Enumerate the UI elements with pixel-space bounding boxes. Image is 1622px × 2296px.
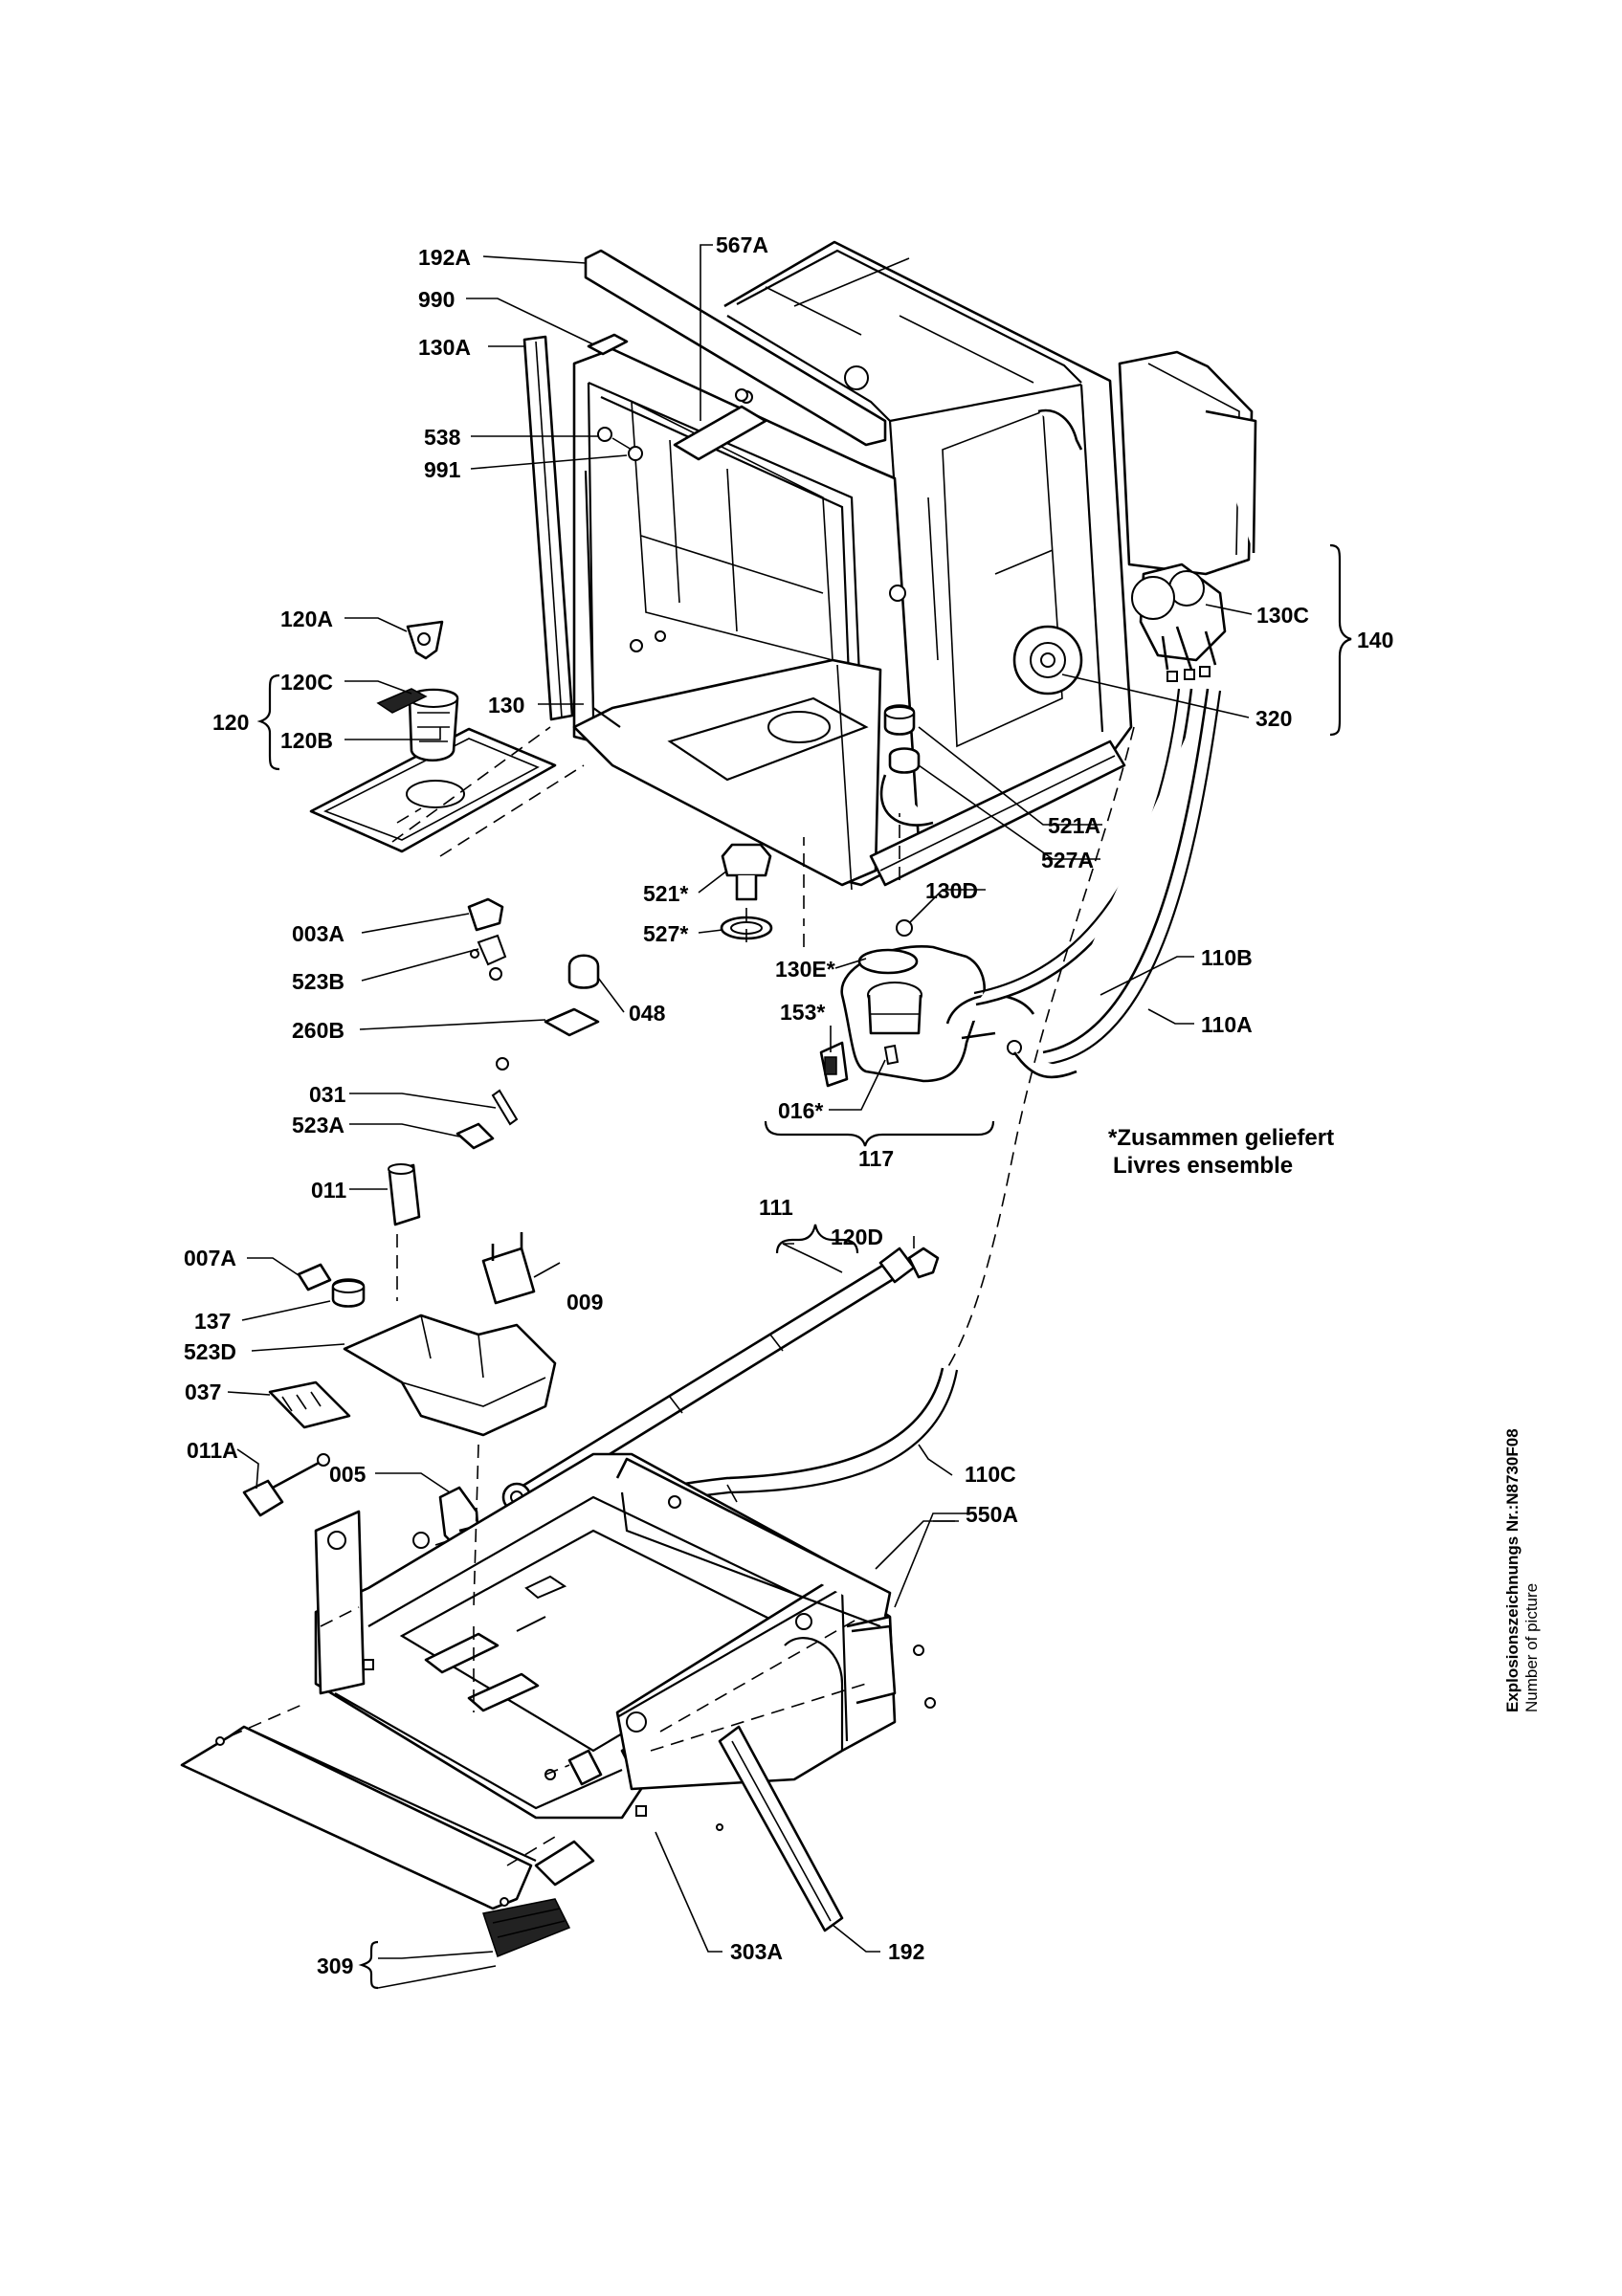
part-521-cap [721,843,772,877]
part-110A-hose [1042,688,1210,1054]
label-130E-star: 130E* [775,957,835,982]
part-140-side-unit [1012,350,1257,695]
label-007A: 007A [184,1246,236,1270]
part-523A-bracket [455,1122,495,1150]
label-137: 137 [194,1309,231,1334]
tub-drawing [572,240,1133,891]
label-260B: 260B [292,1018,344,1043]
label-111: 111 [759,1195,793,1220]
label-011A: 011A [187,1438,238,1463]
part-567A-bracket [673,405,767,461]
label-031: 031 [309,1082,346,1107]
label-011: 011 [311,1178,346,1203]
label-140: 140 [1357,628,1393,652]
label-523A: 523A [292,1113,344,1137]
label-303A: 303A [730,1939,783,1964]
label-153-star: 153* [780,1000,825,1025]
grouping-braces [256,543,1352,1990]
label-527A: 527A [1041,848,1094,872]
part-009-relay [481,1247,536,1305]
part-003A-switch [467,897,504,932]
part-130-seal [584,470,621,728]
part-120-filter-assembly [309,620,557,853]
label-003A: 003A [292,921,344,946]
label-117: 117 [858,1146,894,1171]
label-521A: 521A [1048,813,1100,838]
part-011A-sensor [242,1479,284,1517]
label-120B: 120B [280,728,333,753]
note-line-2: Livres ensemble [1113,1153,1293,1179]
label-130D: 130D [925,878,978,903]
label-309: 309 [317,1954,353,1978]
label-005: 005 [329,1462,367,1487]
label-130: 130 [488,693,524,718]
part-007A-switch [297,1263,332,1292]
label-567A: 567A [716,232,768,257]
part-523D-housing [343,1314,557,1437]
picture-number-caption: Number of picture [1522,1582,1541,1712]
part-120D-nut [907,1247,940,1279]
part-538-screw [597,427,612,442]
label-521-star: 521* [643,881,688,906]
part-016-sensor [883,1044,900,1066]
label-110C: 110C [965,1462,1016,1487]
label-991: 991 [424,457,461,482]
label-538: 538 [424,425,461,450]
picture-number-label: Explosionszeichnungs Nr.:N8730F08 Number… [1503,1425,1542,1712]
part-117-pump-assembly [819,919,1035,1088]
picture-number: Explosionszeichnungs Nr.:N8730F08 [1503,1428,1522,1712]
part-labels: 192A 567A 990 130A 538 991 120A 120C 120… [184,232,1393,1978]
label-990: 990 [418,287,455,312]
label-523D: 523D [184,1339,236,1364]
label-523B: 523B [292,969,344,994]
label-120: 120 [212,710,249,735]
label-110A: 110A [1201,1012,1253,1037]
label-527-star: 527* [643,921,688,946]
label-130A: 130A [418,335,471,360]
part-260B-plate [544,1007,600,1037]
label-120C: 120C [280,670,333,695]
left-electrical-parts [242,897,600,1554]
part-130E-seal [857,948,919,975]
part-303A-base [314,1452,936,1831]
label-120D: 120D [831,1225,883,1249]
label-550A: 550A [966,1502,1018,1527]
part-990-clip [587,333,629,356]
label-110B: 110B [1201,945,1253,970]
label-192: 192 [888,1939,924,1964]
assembly-guide-lines [229,726,1135,1866]
label-037: 037 [185,1380,221,1404]
label-009: 009 [567,1290,603,1314]
label-048: 048 [629,1001,666,1026]
part-192A-strip [584,249,887,447]
note-line-1: *Zusammen geliefert [1108,1125,1334,1151]
label-130C: 130C [1256,603,1309,628]
part-031-screw [491,1089,519,1126]
label-192A: 192A [418,245,471,270]
label-320: 320 [1255,706,1292,731]
part-037-terminal [268,1380,351,1429]
part-991-nut [628,446,643,461]
part-527A-ring [888,747,921,774]
leader-lines [227,244,1253,1959]
label-016-star: 016* [778,1098,823,1123]
part-048-thermostat [567,954,600,989]
part-523B-bracket [477,934,507,966]
label-120A: 120A [280,607,333,631]
